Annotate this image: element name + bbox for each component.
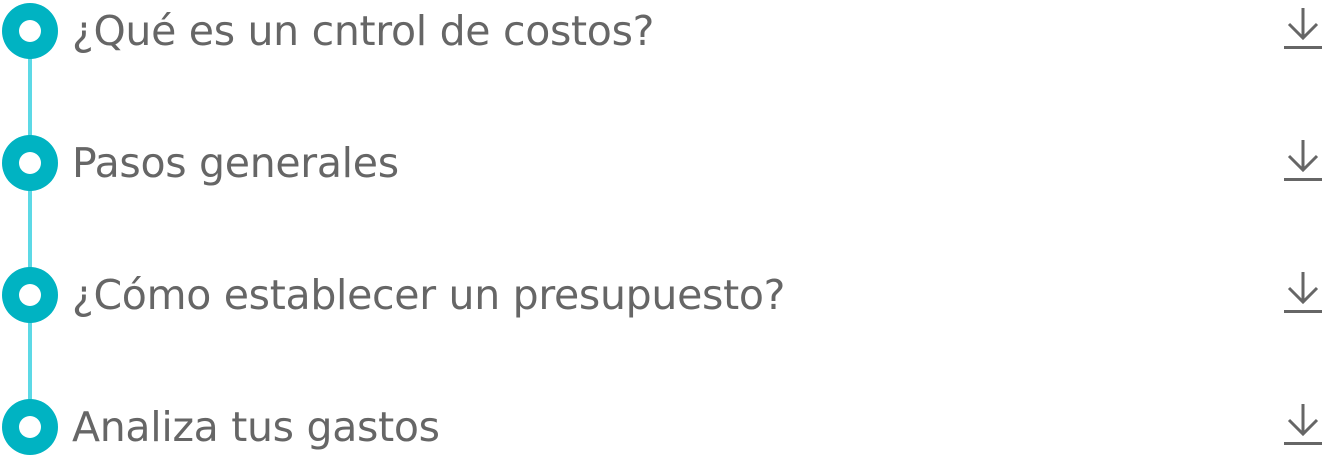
timeline-step: Analiza tus gastos — [0, 396, 1332, 460]
step-marker-icon — [2, 399, 58, 455]
step-marker-icon — [2, 135, 58, 191]
timeline-step: ¿Qué es un cntrol de costos? — [0, 0, 1332, 64]
download-button[interactable] — [1283, 270, 1323, 318]
download-icon — [1284, 404, 1322, 445]
timeline-connector — [28, 316, 32, 402]
step-title: ¿Qué es un cntrol de costos? — [72, 7, 655, 55]
download-icon — [1284, 140, 1322, 181]
download-button[interactable] — [1283, 6, 1323, 54]
download-icon — [1284, 272, 1322, 313]
step-marker-icon — [2, 3, 58, 59]
timeline-connector — [28, 184, 32, 270]
step-title: Pasos generales — [72, 139, 399, 187]
download-icon — [1284, 8, 1322, 49]
timeline-connector — [28, 52, 32, 138]
step-title: ¿Cómo establecer un presupuesto? — [72, 271, 786, 319]
timeline-step: ¿Cómo establecer un presupuesto? — [0, 264, 1332, 328]
step-marker-icon — [2, 267, 58, 323]
step-title: Analiza tus gastos — [72, 403, 440, 451]
download-button[interactable] — [1283, 138, 1323, 186]
timeline-step: Pasos generales — [0, 132, 1332, 196]
download-button[interactable] — [1283, 402, 1323, 450]
